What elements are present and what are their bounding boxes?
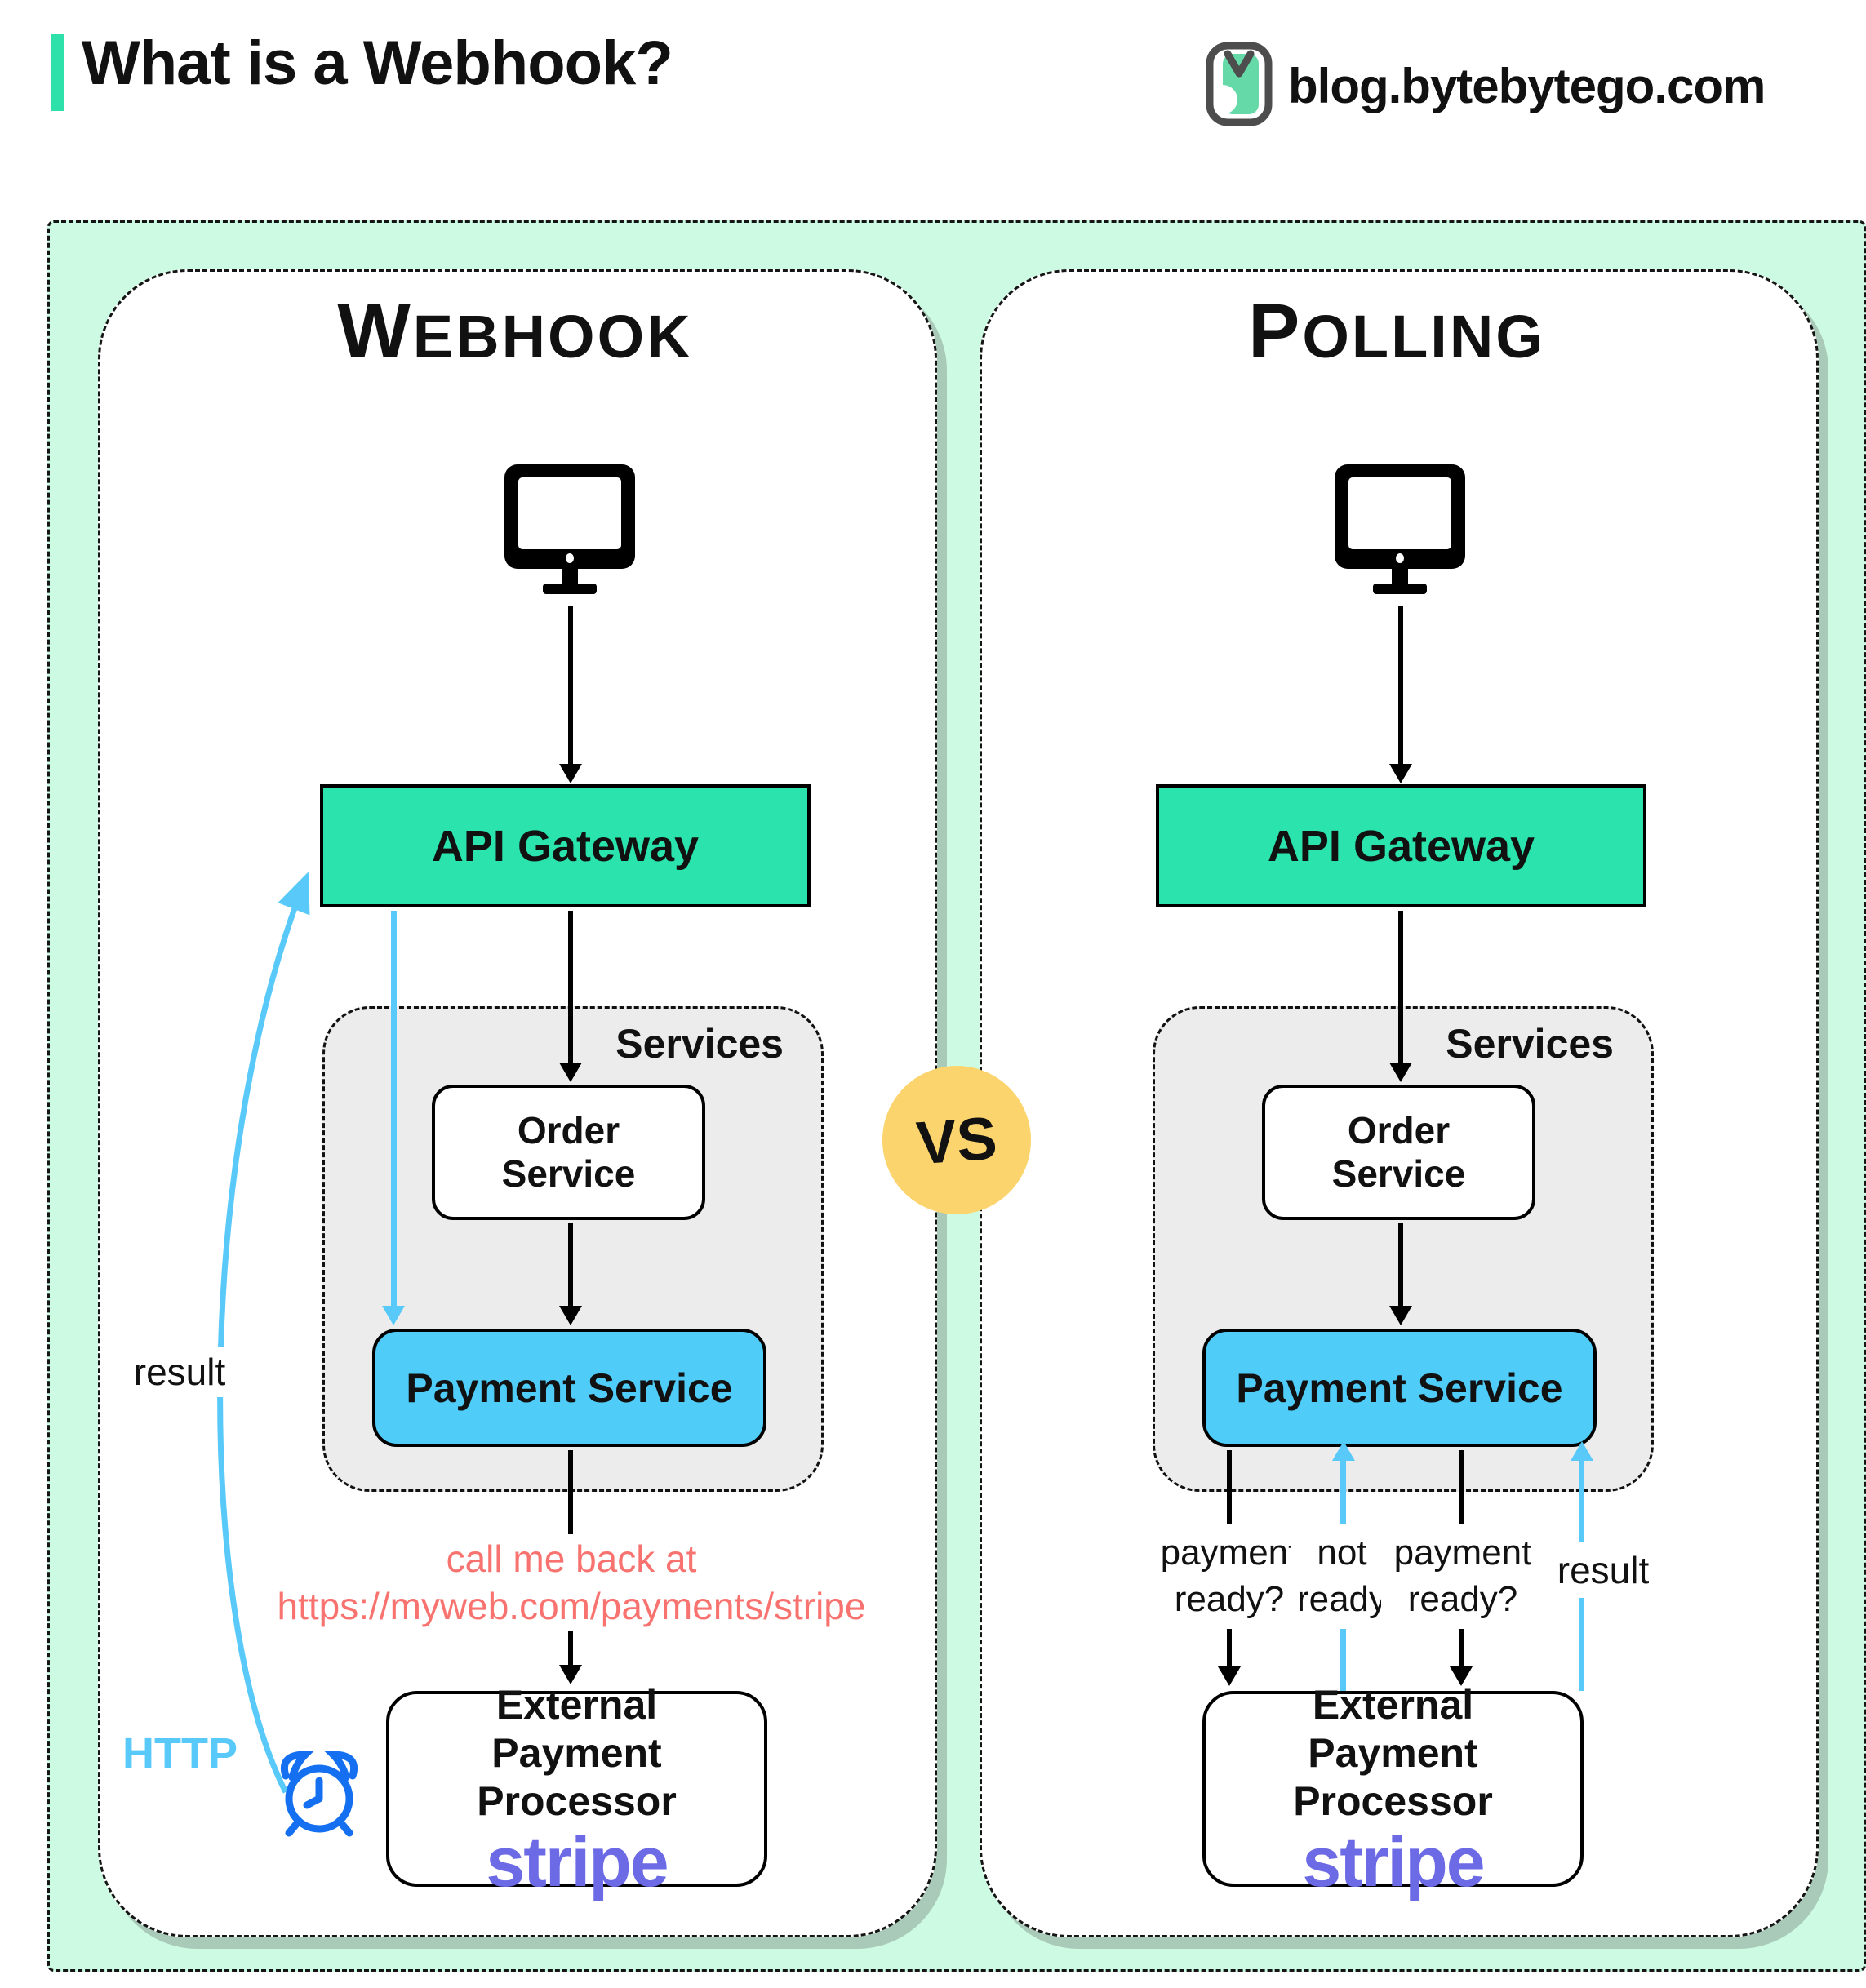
order-service-label-line2: Service [501,1152,636,1195]
arrow-line [1459,1629,1464,1666]
arrow-line [1579,1598,1584,1691]
callback-line1: call me back at [446,1538,697,1580]
polling-payment-ready-label-2: payment ready? [1381,1528,1544,1625]
arrow-line [568,606,573,764]
site-logo: blog.bytebytego.com [1205,41,1825,131]
arrow-head [1450,1666,1473,1686]
external-label-line2: Payment Processor [1293,1729,1493,1824]
webhook-services-label: Services [615,1021,784,1067]
api-gateway-label: API Gateway [1267,821,1535,871]
api-gateway-label: API Gateway [431,821,700,871]
arrow-line [1398,1223,1403,1306]
arrow-line [568,1450,573,1534]
arrow-head [1389,764,1412,783]
payment-service-label: Payment Service [406,1365,733,1411]
arrow-head [559,1665,582,1684]
order-service-label-line1: Order [517,1109,620,1152]
arrow-head [1389,1306,1412,1325]
order-service-label-line1: Order [1347,1109,1451,1152]
polling-order-service-node: Order Service [1262,1085,1535,1220]
site-url-text: blog.bytebytego.com [1288,58,1766,113]
arrow-line [1579,1461,1584,1542]
polling-panel-title: Polling [1248,288,1545,375]
external-label-line1: External [1312,1681,1474,1728]
polling-payment-service-node: Payment Service [1202,1329,1597,1447]
arrow-line [1398,606,1403,764]
webhook-client-computer-icon [500,461,642,604]
stripe-wordmark: stripe [486,1822,669,1901]
arrow-line [1340,1461,1346,1524]
webhook-api-gateway-node: API Gateway [320,784,811,907]
payment-service-label: Payment Service [1236,1365,1563,1411]
webhook-http-annotation: HTTP [122,1729,238,1778]
polling-client-computer-icon [1330,461,1472,604]
order-service-label-line2: Service [1331,1152,1466,1195]
arrow-line [1227,1450,1232,1524]
webhook-result-annotation: result [122,1347,237,1397]
polling-external-processor-node: External Payment Processor stripe [1202,1682,1584,1897]
alarm-clock-icon [273,1743,366,1842]
title-accent-bar [51,34,64,111]
arrow-head [1218,1666,1241,1686]
arrow-line [1227,1629,1232,1666]
bytebytego-logo-icon [1205,41,1273,131]
callback-line2: https://myweb.com/payments/stripe [277,1584,866,1627]
webhook-order-service-node: Order Service [432,1085,705,1220]
arrow-head [559,1306,582,1325]
external-label-line2: Payment Processor [477,1729,677,1824]
arrow-line [391,911,397,1306]
stripe-wordmark: stripe [1302,1822,1485,1901]
polling-payment-ready-label-1: payment ready? [1148,1528,1311,1625]
arrow-head [1332,1441,1355,1461]
arrow-head [1571,1441,1593,1461]
polling-result-label: result [1543,1545,1664,1595]
webhook-external-processor-node: External Payment Processor stripe [386,1682,767,1897]
arrow-head [1389,1063,1412,1082]
arrow-head [382,1306,405,1325]
arrow-line [568,1223,573,1306]
callback-annotation: call me back at https://myweb.com/paymen… [131,1536,1012,1630]
polling-services-label: Services [1446,1021,1614,1067]
arrow-line [568,911,573,1063]
arrow-line [1340,1629,1346,1691]
webhook-payment-service-node: Payment Service [372,1329,766,1447]
arrow-line [1459,1450,1464,1524]
webhook-panel-title: Webhook [337,288,693,375]
arrow-head [559,1063,582,1082]
external-label-line1: External [495,1681,658,1728]
page-title: What is a Webhook? [82,29,673,98]
polling-api-gateway-node: API Gateway [1156,784,1646,907]
polling-not-ready-label: not ready [1291,1528,1393,1625]
arrow-line [1398,911,1403,1063]
arrow-line [568,1631,573,1665]
arrow-head [559,764,582,783]
